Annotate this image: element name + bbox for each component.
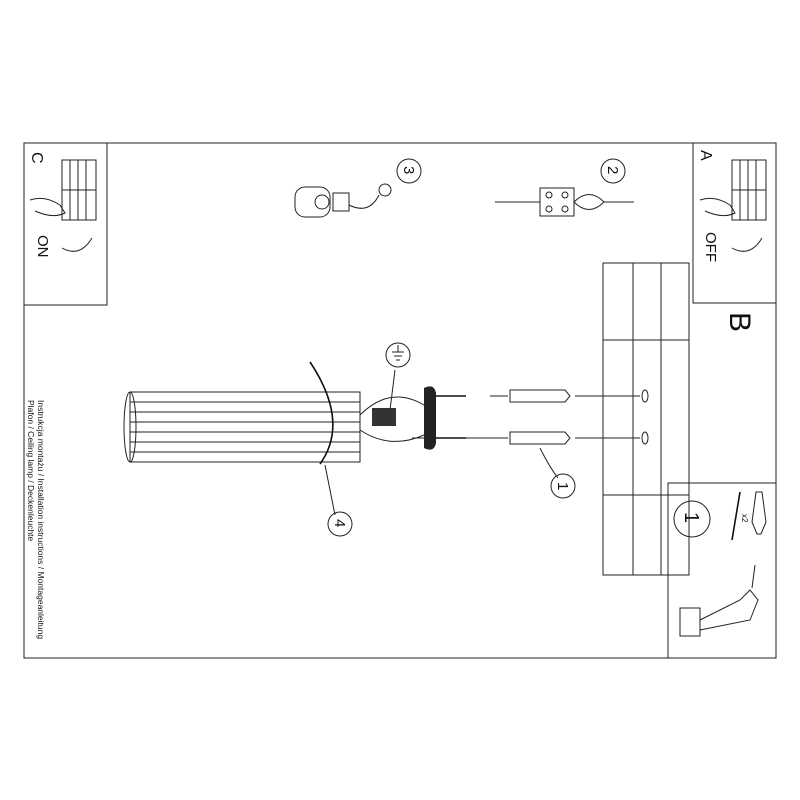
quantity-label: x2 [740,514,749,523]
step-4-marker [327,511,353,537]
hand-icon [29,197,66,217]
drill-icon [679,564,759,637]
step-4-label: 4 [331,519,348,527]
rotate-arrow-icon [731,237,763,252]
caption-line1: Instrukcja montażu / Installation instru… [36,400,46,639]
panel-a-switch-off: A OFF [692,142,777,304]
panel-a-state: OFF [702,232,719,262]
ceiling-surface [575,262,690,576]
wall-plug-icon [751,491,767,535]
breaker-icon [731,159,767,221]
breaker-icon [61,159,97,221]
panel-c-state: ON [34,235,51,258]
section-b-label: B [723,312,756,332]
panel-a-label: A [697,150,714,161]
step-1-tools-marker [673,500,711,538]
step-1-tools-label: 1 [680,512,702,523]
step-2-terminal-block [495,187,634,217]
mounting-bracket [424,386,436,450]
lamp-ring [309,361,334,465]
step-3-marker [396,158,422,184]
step-3-label: 3 [400,166,417,174]
step-3-ground-connection [294,183,392,218]
hand-icon [699,197,736,217]
diagram-frame [23,142,777,659]
caption-line2: Plafon / Ceiling lamp / Deckenleuchte [26,400,36,542]
tools-panel: 1 x2 [667,482,777,659]
panel-c-label: C [28,152,45,164]
rotate-arrow-icon [61,237,93,252]
ground-symbol-icon [385,342,411,368]
panel-c-switch-on: C ON [23,142,108,306]
step-1-label: 1 [554,482,571,490]
wires [359,369,425,442]
step-2-marker [600,158,626,184]
lamp-body [123,361,361,465]
step-1-marker [550,473,576,499]
step-2-label: 2 [604,166,621,174]
screw-icon [731,491,741,541]
ground-symbol-icon [378,183,392,197]
screw [436,395,466,439]
